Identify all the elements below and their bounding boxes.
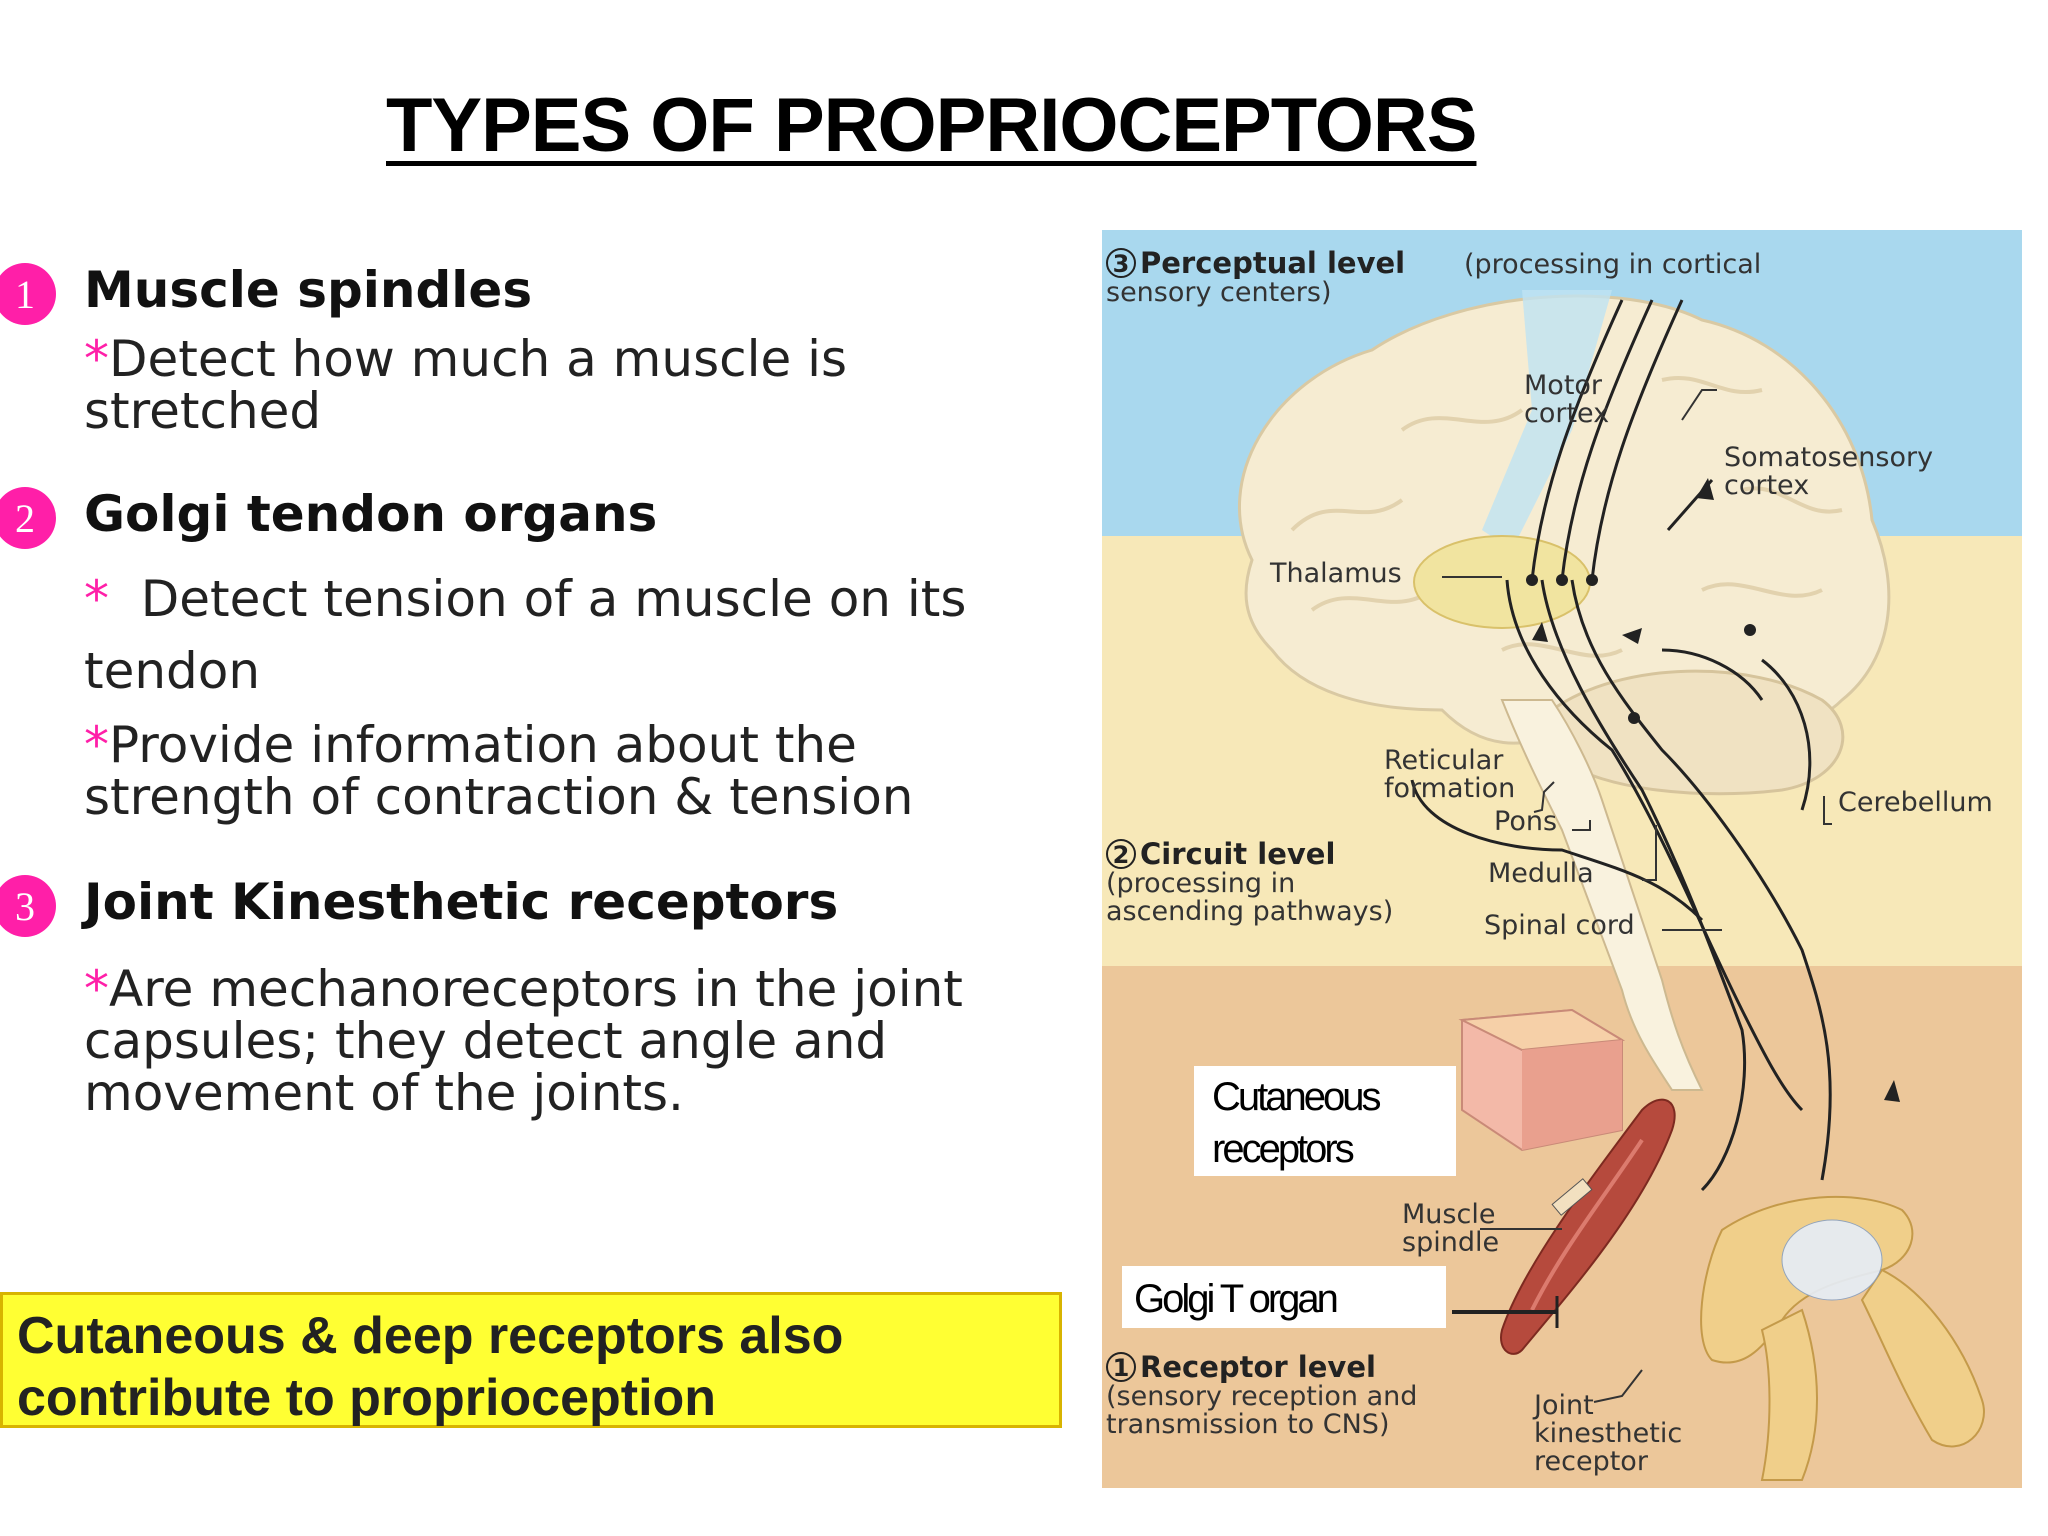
bullet-star: *: [84, 960, 109, 1018]
motor-cortex-label: Motor: [1524, 370, 1603, 401]
cerebellum-label: Cerebellum: [1838, 787, 1993, 818]
cutaneous-receptors-label: receptors: [1212, 1127, 1354, 1171]
reticular-label: Reticular: [1384, 745, 1504, 776]
number-badge: 1: [0, 263, 56, 325]
proprioception-pathway-diagram: 3 Perceptual level (processing in cortic…: [1102, 230, 2022, 1488]
neuron-dots: [1526, 574, 1756, 724]
circuit-level-label: Circuit level: [1140, 837, 1335, 871]
pons-label: Pons: [1494, 806, 1557, 837]
motor-cortex-label: cortex: [1524, 398, 1609, 429]
joint-kinesthetic-label: receptor: [1534, 1446, 1649, 1477]
circuit-level-desc-2: ascending pathways): [1106, 896, 1393, 927]
bullet-star: *: [84, 570, 109, 628]
item-desc-line: tendon: [84, 642, 261, 700]
muscle-spindle-label: spindle: [1402, 1227, 1499, 1258]
item-desc-line: *Detect how much a muscle is: [84, 330, 848, 388]
joint-kinesthetic-label: kinesthetic: [1534, 1418, 1682, 1449]
somatosensory-label: Somatosensory: [1724, 442, 1933, 473]
page-title: TYPES OF PROPRIOCEPTORS: [386, 83, 1477, 168]
item-desc-line: *Are mechanoreceptors in the joint: [84, 960, 963, 1018]
item-desc-line: capsules; they detect angle and: [84, 1012, 888, 1070]
highlight-note: Cutaneous & deep receptors also contribu…: [0, 1292, 1062, 1428]
item-desc-line: stretched: [84, 382, 322, 440]
receptor-number: 1: [1113, 1354, 1130, 1382]
somatosensory-label: cortex: [1724, 470, 1809, 501]
brain-gyri: [1290, 376, 1843, 658]
brain-cerebrum: [1237, 294, 1891, 745]
neural-pathways: [1410, 299, 1832, 1192]
skin-block: [1458, 1008, 1626, 1152]
somato-arrow: [1666, 479, 1714, 531]
golgi-organ-label: Golgi T organ: [1134, 1277, 1337, 1321]
perceptual-level-label: Perceptual level: [1140, 246, 1405, 280]
circled-number: [1106, 1352, 1136, 1382]
receptor-level-label: Receptor level: [1140, 1350, 1376, 1384]
note-line: Cutaneous & deep receptors also: [17, 1307, 844, 1365]
item-heading: Muscle spindles: [84, 261, 533, 319]
cutaneous-receptors-label: Cutaneous: [1212, 1075, 1380, 1119]
perceptual-level-desc-2: sensory centers): [1106, 277, 1332, 308]
reticular-label: formation: [1384, 773, 1515, 804]
joint-kinesthetic-label: Joint: [1532, 1390, 1594, 1421]
item-desc-line: * Detect tension of a muscle on its: [84, 570, 967, 628]
perceptual-level-desc: (processing in cortical: [1464, 249, 1761, 280]
muscle-spindle-label: Muscle: [1402, 1199, 1495, 1230]
circuit-number: 2: [1113, 841, 1130, 869]
item-desc-line: *Provide information about the: [84, 716, 857, 774]
spinal-cord-label: Spinal cord: [1484, 910, 1635, 941]
number-badge: 2: [0, 487, 56, 549]
label-pointers: [1442, 389, 1832, 1403]
perceptual-number: 3: [1113, 250, 1130, 278]
note-text: Cutaneous & deep receptors also contribu…: [17, 1305, 1057, 1429]
bullet-star: *: [84, 330, 109, 388]
golgi-box: [1122, 1266, 1446, 1328]
medulla-label: Medulla: [1488, 858, 1594, 889]
muscle-illustration: [1500, 1098, 1676, 1355]
item-heading: Joint Kinesthetic receptors: [84, 873, 839, 931]
circled-number: [1106, 248, 1136, 278]
thalamus-label: Thalamus: [1269, 558, 1402, 589]
circuit-level-desc: (processing in: [1106, 868, 1295, 899]
motor-strip: [1482, 290, 1612, 550]
circled-number: [1106, 839, 1136, 869]
item-desc-line: movement of the joints.: [84, 1064, 684, 1122]
item-heading: Golgi tendon organs: [84, 485, 658, 543]
number-badge: 3: [0, 875, 56, 937]
note-line: contribute to proprioception: [17, 1369, 717, 1427]
cutaneous-box: [1194, 1066, 1456, 1176]
receptor-level-desc-2: transmission to CNS): [1106, 1409, 1389, 1440]
knee-joint-illustration: [1700, 1195, 1985, 1481]
item-desc-line: strength of contraction & tension: [84, 768, 914, 826]
receptor-level-desc: (sensory reception and: [1106, 1381, 1417, 1412]
bullet-star: *: [84, 716, 109, 774]
